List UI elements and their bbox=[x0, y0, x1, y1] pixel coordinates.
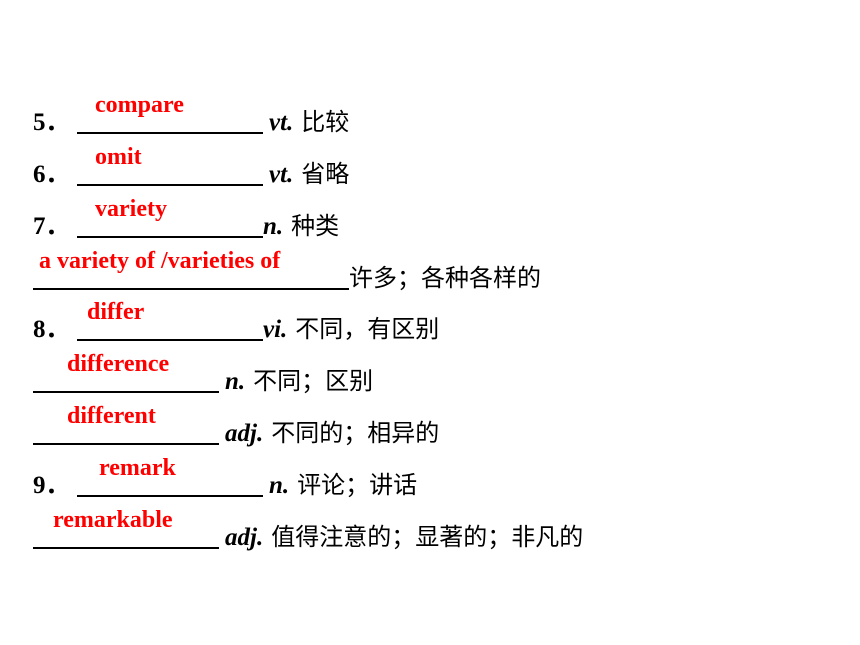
answer-text: a variety of /varieties of bbox=[39, 248, 281, 274]
meaning: 许多；各种各样的 bbox=[349, 264, 541, 292]
meaning: 不同的；相异的 bbox=[271, 419, 440, 447]
meaning: 评论；讲话 bbox=[297, 471, 418, 499]
answer-blank: remark bbox=[77, 455, 263, 497]
item-number: 7． bbox=[33, 213, 71, 240]
part-of-speech: adj. bbox=[225, 524, 264, 551]
answer-blank: compare bbox=[77, 92, 263, 134]
answer-text: different bbox=[67, 403, 156, 429]
part-of-speech: n. bbox=[269, 472, 290, 499]
part-of-speech: vi. bbox=[263, 316, 288, 343]
part-of-speech: n. bbox=[225, 368, 246, 395]
answer-blank: omit bbox=[77, 144, 263, 186]
vocab-row-remark: 9． remark n. 评论；讲话 bbox=[33, 455, 418, 500]
answer-blank: different bbox=[33, 403, 219, 445]
answer-text: difference bbox=[67, 351, 170, 377]
vocab-row-compare: 5． compare vt. 比较 bbox=[33, 92, 350, 137]
vocab-row-omit: 6． omit vt. 省略 bbox=[33, 144, 350, 189]
answer-text: remark bbox=[99, 455, 176, 481]
vocab-row-a-variety-of: a variety of /varieties of 许多；各种各样的 bbox=[33, 248, 541, 293]
meaning: 不同；区别 bbox=[253, 367, 374, 395]
vocab-row-different: different adj. 不同的；相异的 bbox=[33, 403, 440, 448]
item-number: 9． bbox=[33, 472, 71, 499]
answer-text: remarkable bbox=[53, 507, 173, 533]
item-number: 8． bbox=[33, 316, 71, 343]
answer-blank: differ bbox=[77, 299, 263, 341]
meaning: 种类 bbox=[291, 212, 340, 240]
meaning: 值得注意的；显著的；非凡的 bbox=[271, 523, 584, 551]
vocab-row-remarkable: remarkable adj. 值得注意的；显著的；非凡的 bbox=[33, 507, 584, 552]
answer-blank: remarkable bbox=[33, 507, 219, 549]
part-of-speech: n. bbox=[263, 213, 284, 240]
answer-blank: difference bbox=[33, 351, 219, 393]
answer-blank: a variety of /varieties of bbox=[33, 248, 349, 290]
meaning: 省略 bbox=[301, 160, 350, 188]
answer-text: omit bbox=[95, 144, 142, 170]
answer-text: differ bbox=[87, 299, 145, 325]
item-number: 5． bbox=[33, 109, 71, 136]
part-of-speech: adj. bbox=[225, 420, 264, 447]
part-of-speech: vt. bbox=[269, 161, 294, 188]
item-number: 6． bbox=[33, 161, 71, 188]
answer-text: compare bbox=[95, 92, 184, 118]
meaning: 不同，有区别 bbox=[295, 315, 440, 343]
vocab-row-differ: 8． differ vi. 不同，有区别 bbox=[33, 299, 440, 344]
meaning: 比较 bbox=[301, 108, 350, 136]
answer-blank: variety bbox=[77, 196, 263, 238]
answer-text: variety bbox=[95, 196, 167, 222]
vocab-row-variety: 7． variety n. 种类 bbox=[33, 196, 340, 241]
part-of-speech: vt. bbox=[269, 109, 294, 136]
vocab-row-difference: difference n. 不同；区别 bbox=[33, 351, 374, 396]
